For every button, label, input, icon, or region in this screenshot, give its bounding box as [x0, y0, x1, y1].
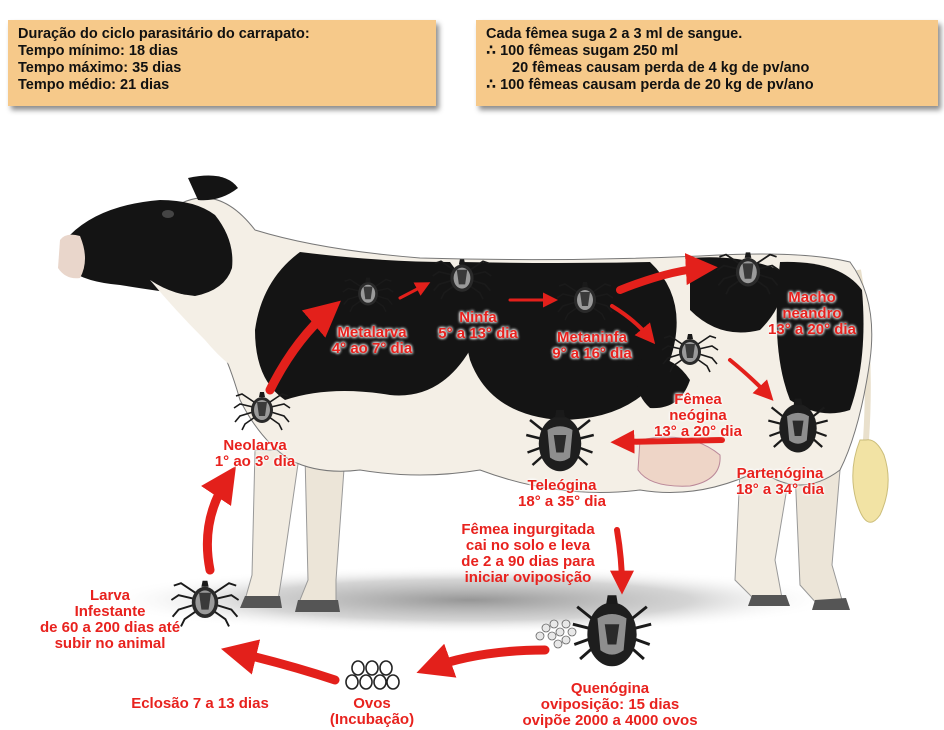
macho-name-1: Macho	[768, 290, 856, 306]
metaninfa-label: Metaninfa 9° a 16° dia	[552, 330, 632, 362]
cycle-duration-box: Duração do ciclo parasitário do carrapat…	[8, 20, 436, 106]
ninfa-days: 5° a 13° dia	[438, 326, 518, 342]
eggs-icon	[346, 661, 399, 689]
ingurgitada-line-4: iniciar oviposição	[461, 570, 594, 586]
partenogina-label: Partenógina 18° a 34° dia	[736, 466, 824, 498]
teleogina-days: 18° a 35° dia	[518, 494, 606, 510]
ingurgitada-line-2: cai no solo e leva	[461, 538, 594, 554]
blood-loss-line-1: Cada fêmea suga 2 a 3 ml de sangue.	[486, 26, 928, 43]
ninfa-label: Ninfa 5° a 13° dia	[438, 310, 518, 342]
femea-neogina-label: Fêmea neógina 13° a 20° dia	[654, 392, 742, 440]
quenogina-line-2: oviposição: 15 dias	[522, 697, 697, 713]
blood-loss-line-2: ∴ 100 fêmeas sugam 250 ml	[486, 43, 928, 60]
larva-line-1: Larva	[40, 588, 180, 604]
metaninfa-days: 9° a 16° dia	[552, 346, 632, 362]
ovos-sub: (Incubação)	[330, 712, 414, 728]
metaninfa-name: Metaninfa	[552, 330, 632, 346]
ninfa-name: Ninfa	[438, 310, 518, 326]
quenogina-name: Quenógina	[522, 681, 697, 697]
partenogina-days: 18° a 34° dia	[736, 482, 824, 498]
blood-loss-box: Cada fêmea suga 2 a 3 ml de sangue. ∴ 10…	[476, 20, 938, 106]
larva-line-2: Infestante	[40, 604, 180, 620]
quenogina-label: Quenógina oviposição: 15 dias ovipõe 200…	[522, 681, 697, 729]
eclosao-label: Eclosão 7 a 13 dias	[131, 696, 269, 712]
cycle-min-time: Tempo mínimo: 18 dias	[18, 43, 426, 60]
ovos-label: Ovos (Incubação)	[330, 696, 414, 728]
teleogina-name: Teleógina	[518, 478, 606, 494]
ingurgitada-line-3: de 2 a 90 dias para	[461, 554, 594, 570]
metalarva-name: Metalarva	[332, 325, 412, 341]
blood-loss-line-3: 20 fêmeas causam perda de 4 kg de pv/ano	[486, 60, 928, 77]
tick-lifecycle-diagram: Metalarva 4° ao 7° dia Ninfa 5° a 13° di…	[0, 110, 944, 730]
macho-name-2: neandro	[768, 306, 856, 322]
neolarva-days: 1° ao 3° dia	[215, 454, 295, 470]
cycle-max-time: Tempo máximo: 35 dias	[18, 60, 426, 77]
femea-ingurgitada-label: Fêmea ingurgitada cai no solo e leva de …	[461, 522, 594, 586]
blood-loss-line-4: ∴ 100 fêmeas causam perda de 20 kg de pv…	[486, 77, 928, 94]
teleogina-label: Teleógina 18° a 35° dia	[518, 478, 606, 510]
cycle-duration-title: Duração do ciclo parasitário do carrapat…	[18, 26, 426, 43]
neogina-name-2: neógina	[654, 408, 742, 424]
neogina-name-1: Fêmea	[654, 392, 742, 408]
macho-neandro-label: Macho neandro 13° a 20° dia	[768, 290, 856, 338]
neolarva-name: Neolarva	[215, 438, 295, 454]
ovos-name: Ovos	[330, 696, 414, 712]
cycle-avg-time: Tempo médio: 21 dias	[18, 77, 426, 94]
larva-line-3: de 60 a 200 dias até	[40, 620, 180, 636]
larva-line-4: subir no animal	[40, 636, 180, 652]
macho-days: 13° a 20° dia	[768, 322, 856, 338]
eclosao-text: Eclosão 7 a 13 dias	[131, 696, 269, 712]
metalarva-label: Metalarva 4° ao 7° dia	[332, 325, 412, 357]
ingurgitada-line-1: Fêmea ingurgitada	[461, 522, 594, 538]
partenogina-name: Partenógina	[736, 466, 824, 482]
quenogina-line-3: ovipõe 2000 a 4000 ovos	[522, 713, 697, 729]
neogina-days: 13° a 20° dia	[654, 424, 742, 440]
neolarva-label: Neolarva 1° ao 3° dia	[215, 438, 295, 470]
larva-infestante-label: Larva Infestante de 60 a 200 dias até su…	[40, 588, 180, 652]
metalarva-days: 4° ao 7° dia	[332, 341, 412, 357]
